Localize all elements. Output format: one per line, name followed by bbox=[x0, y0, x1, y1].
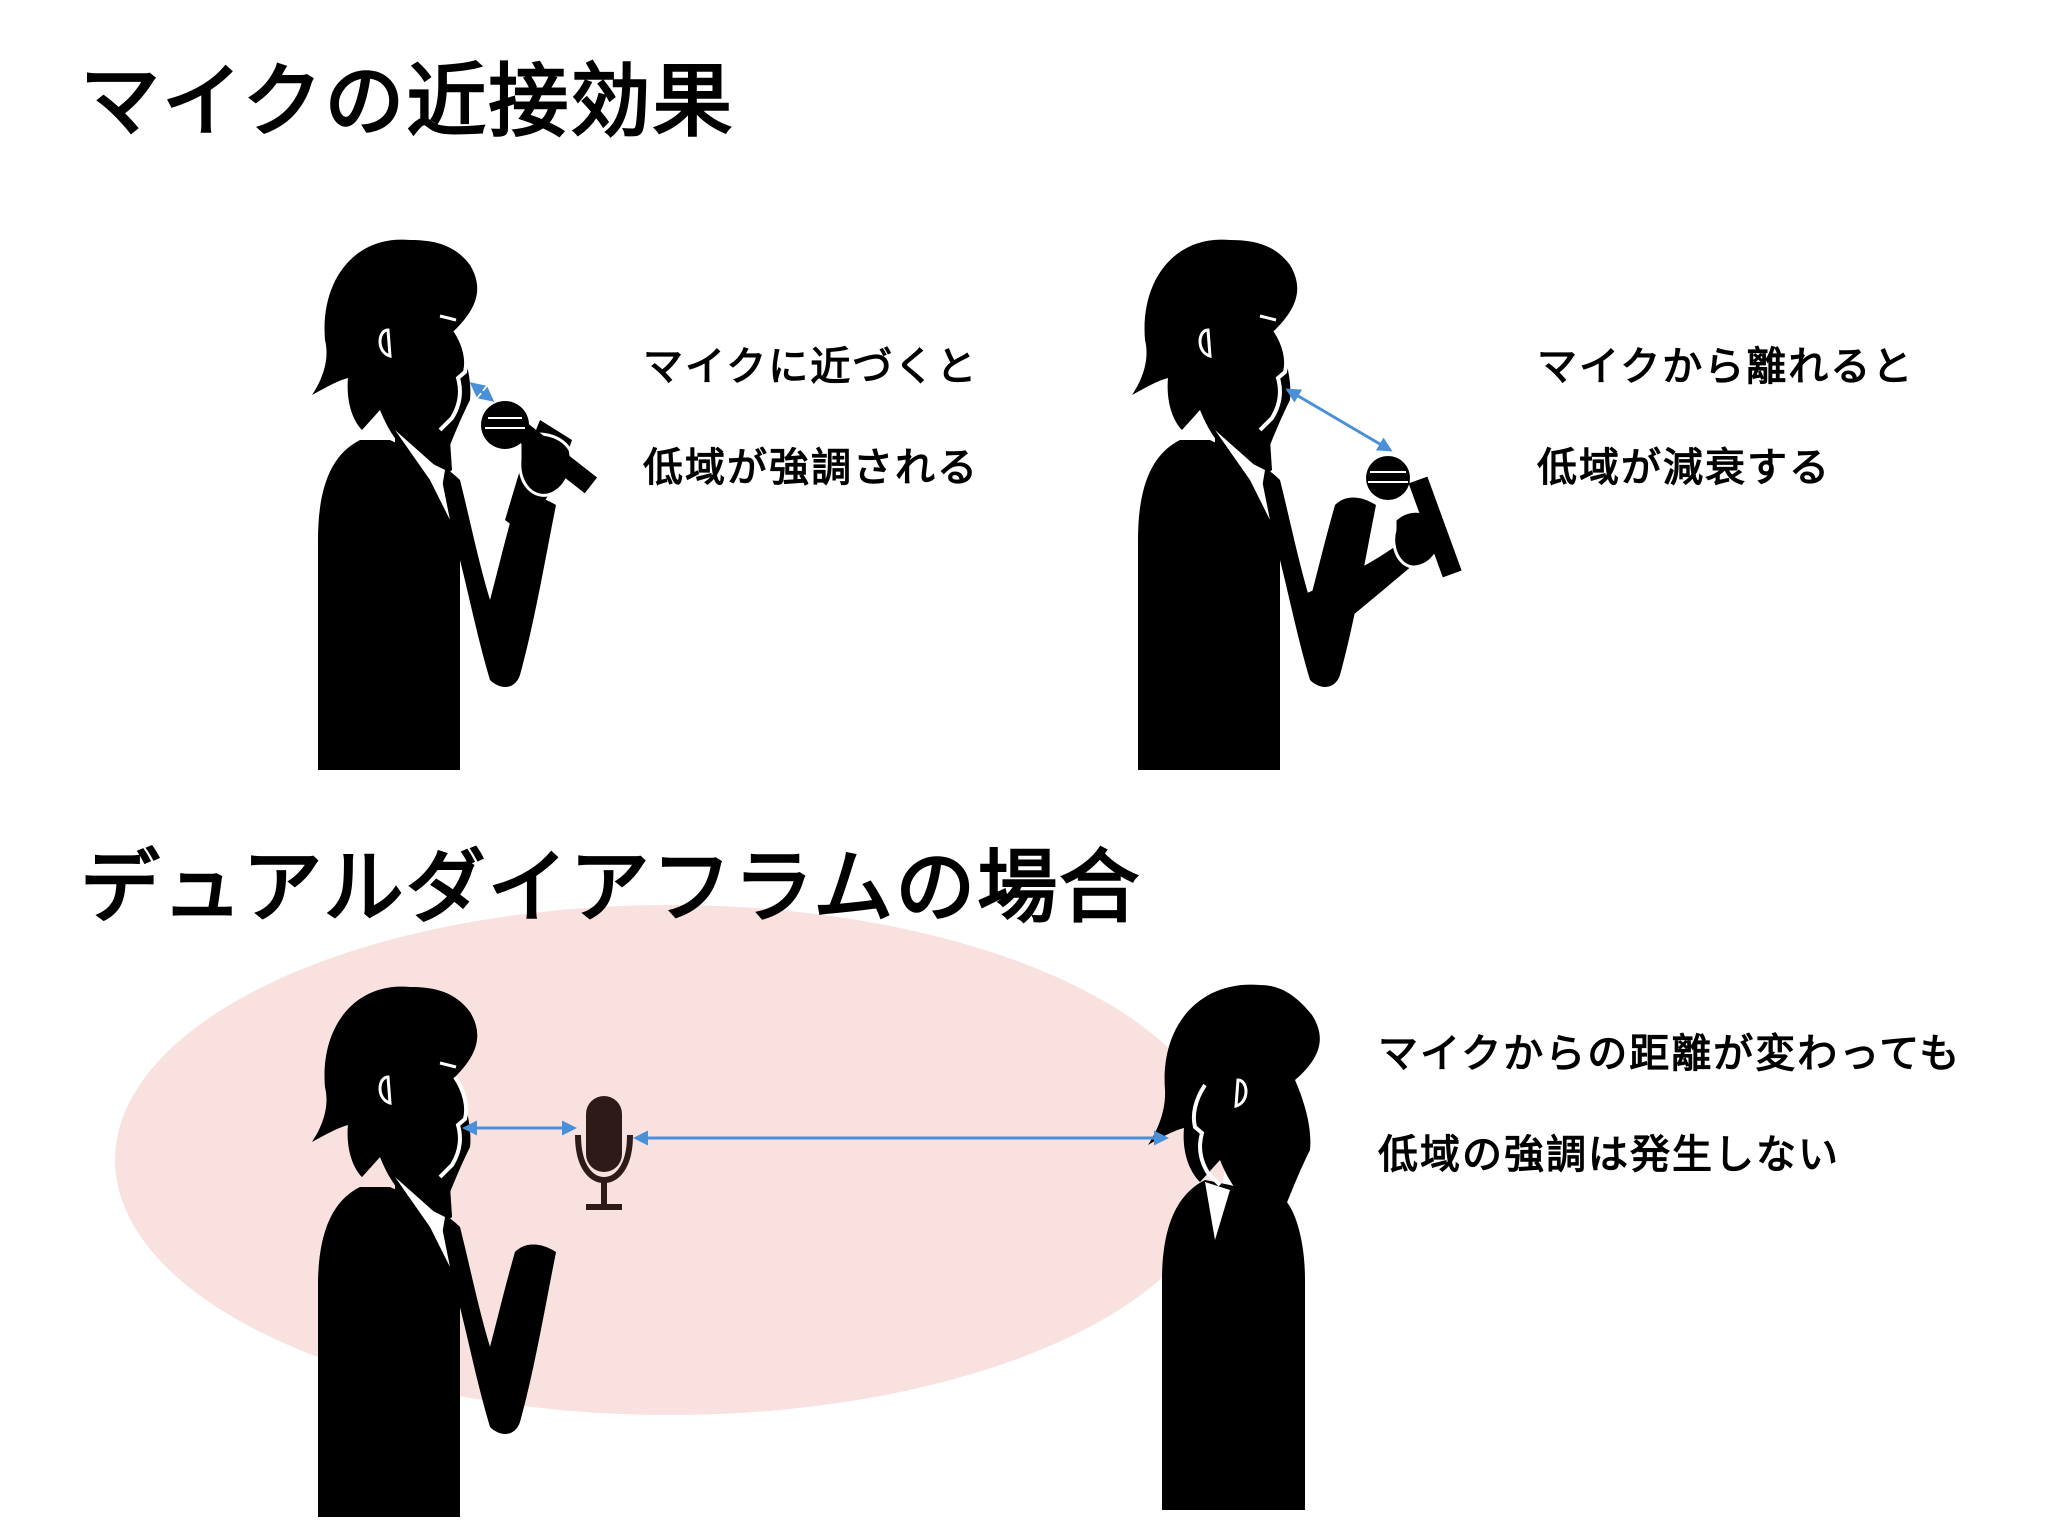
section-title-dual-diaphragm: デュアルダイアフラムの場合 bbox=[80, 841, 1142, 934]
pickup-zone bbox=[115, 905, 1225, 1415]
dual-diaphragm-mic-icon bbox=[575, 1096, 633, 1210]
person-near-mic bbox=[310, 237, 573, 773]
handheld-mic-near bbox=[481, 401, 598, 494]
caption-far-line2: 低域が減衰する bbox=[1537, 445, 1831, 491]
caption-dual-line2: 低域の強調は発生しない bbox=[1378, 1132, 1840, 1178]
caption-dual-line1: マイクからの距離が変わっても bbox=[1378, 1031, 1962, 1077]
handheld-mic-far bbox=[1366, 456, 1462, 578]
caption-near-line2: 低域が強調される bbox=[643, 445, 979, 491]
distance-arrow-near bbox=[469, 382, 495, 402]
person-far-mic bbox=[1130, 237, 1443, 773]
distance-arrow-far bbox=[1285, 388, 1393, 452]
caption-far-line1: マイクから離れると bbox=[1537, 344, 1915, 390]
person-right-far bbox=[1148, 984, 1320, 1510]
section-title-proximity-effect: マイクの近接効果 bbox=[80, 55, 735, 148]
caption-near-line1: マイクに近づくと bbox=[643, 344, 979, 390]
